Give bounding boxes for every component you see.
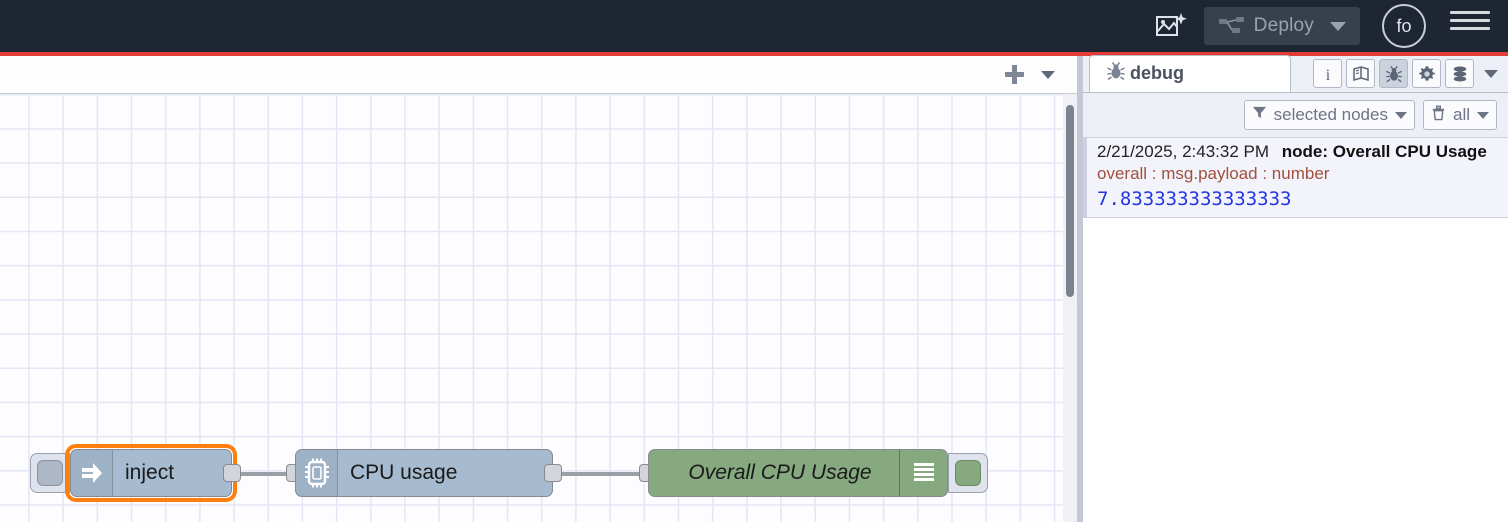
node-inject-output-port[interactable]	[223, 464, 241, 482]
node-cpu-usage-label: CPU usage	[350, 461, 458, 484]
help-book-icon[interactable]	[1346, 59, 1375, 88]
node-filter-label: selected nodes	[1273, 105, 1388, 124]
context-data-icon[interactable]	[1445, 59, 1474, 88]
flow-menu-button[interactable]	[1031, 60, 1065, 90]
svg-text:i: i	[1325, 67, 1330, 83]
chevron-down-icon[interactable]	[1330, 21, 1346, 31]
deploy-label: Deploy	[1253, 15, 1314, 36]
deploy-nodes-icon	[1218, 16, 1246, 36]
bug-icon	[1106, 61, 1126, 86]
avatar[interactable]: fo	[1382, 4, 1426, 48]
flow-canvas[interactable]: inject	[0, 94, 1063, 522]
menu-line	[1450, 19, 1490, 22]
chevron-down-glyph	[1484, 69, 1498, 78]
sidebar-tabrow: debug i	[1083, 55, 1508, 93]
debug-message-timestamp: 2/21/2025, 2:43:32 PM	[1097, 142, 1270, 161]
inject-arrow-icon	[71, 450, 113, 496]
clear-filter-label: all	[1452, 105, 1470, 124]
debug-enable-toggle-icon[interactable]	[948, 453, 988, 493]
debug-message-node: node: Overall CPU Usage	[1281, 142, 1487, 161]
debug-lines-icon	[899, 450, 947, 496]
info-icon[interactable]: i	[1313, 59, 1342, 88]
clear-filter[interactable]: all	[1422, 100, 1497, 130]
add-flow-button[interactable]	[997, 60, 1031, 90]
wire-inject-to-cpu[interactable]	[240, 472, 288, 476]
menu-line	[1450, 11, 1490, 14]
debug-filter-bar: selected nodes all	[1083, 93, 1508, 137]
debug-toggle-square	[955, 460, 981, 486]
tab-debug-label: debug	[1130, 63, 1184, 83]
sidebar-icon-row: i	[1309, 59, 1504, 88]
debug-message-value: 7.833333333333333	[1097, 188, 1292, 210]
gear-icon[interactable]	[1412, 59, 1441, 88]
node-cpu-output-port[interactable]	[544, 464, 562, 482]
scrollbar-thumb[interactable]	[1066, 105, 1074, 297]
node-debug-label: Overall CPU Usage	[688, 461, 872, 484]
plus-icon	[1011, 65, 1017, 84]
canvas-vertical-scrollbar[interactable]	[1063, 94, 1077, 522]
node-filter[interactable]: selected nodes	[1243, 100, 1415, 130]
debug-message-header: 2/21/2025, 2:43:32 PM node: Overall CPU …	[1097, 142, 1502, 162]
menu-line	[1450, 27, 1490, 30]
bug-icon[interactable]	[1379, 59, 1408, 88]
workspace-tabbar	[0, 56, 1077, 94]
inject-button-square	[37, 460, 63, 486]
main-header: Deploy fo	[0, 0, 1508, 52]
debug-message-list[interactable]: 2/21/2025, 2:43:32 PM node: Overall CPU …	[1083, 137, 1508, 522]
node-inject[interactable]: inject	[30, 444, 241, 502]
panel-divider[interactable]	[1077, 56, 1083, 522]
chevron-down-icon[interactable]	[1478, 61, 1504, 87]
node-inject-body[interactable]: inject	[70, 449, 232, 497]
node-debug-overall-cpu-usage[interactable]: Overall CPU Usage	[639, 449, 988, 497]
header-accent-bar	[0, 52, 1508, 56]
node-inject-label: inject	[125, 461, 175, 484]
chevron-down-icon	[1041, 70, 1055, 79]
node-cpu-usage[interactable]: CPU usage	[286, 449, 562, 497]
debug-message[interactable]: 2/21/2025, 2:43:32 PM node: Overall CPU …	[1083, 137, 1508, 218]
inject-trigger-button-icon[interactable]	[30, 453, 70, 493]
node-debug-body[interactable]: Overall CPU Usage	[648, 449, 948, 497]
sidebar-panel: debug i	[1083, 55, 1508, 522]
chevron-down-icon	[1477, 111, 1489, 119]
tab-debug[interactable]: debug	[1089, 55, 1291, 92]
avatar-initials: fo	[1396, 15, 1412, 36]
cpu-chip-icon	[296, 450, 338, 496]
deploy-button[interactable]: Deploy	[1203, 7, 1360, 45]
ai-image-icon[interactable]	[1148, 6, 1194, 46]
funnel-icon	[1252, 105, 1267, 125]
chevron-down-icon	[1394, 111, 1407, 119]
node-cpu-usage-body[interactable]: CPU usage	[295, 449, 553, 497]
trash-icon	[1431, 105, 1446, 126]
wire-cpu-to-debug[interactable]	[561, 472, 641, 476]
debug-message-topic: overall : msg.payload : number	[1097, 164, 1330, 183]
hamburger-menu-icon[interactable]	[1450, 6, 1490, 46]
